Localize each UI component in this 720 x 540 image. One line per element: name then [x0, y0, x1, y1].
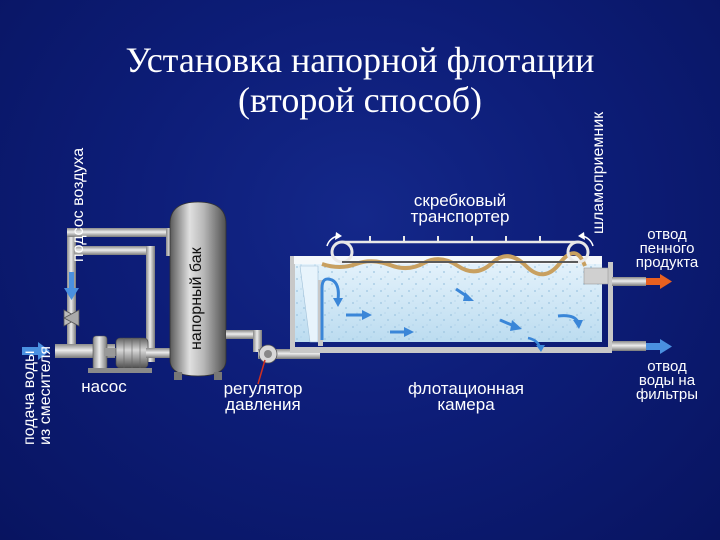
sludge-receiver-label: шламоприемник	[590, 111, 607, 234]
flow-arrows	[320, 277, 583, 352]
regulator-indicator-line	[257, 359, 266, 385]
scraper-conveyor	[326, 232, 594, 264]
water-outlet	[612, 339, 672, 354]
water-outlet-label-line1: отвод	[647, 358, 687, 375]
air-intake-label: подсос воздуха	[70, 147, 87, 262]
water-feed-arrow	[22, 342, 50, 360]
pressure-regulator	[258, 344, 278, 364]
regulator-label-line1: регулятор	[223, 379, 303, 398]
foam-outlet-label-line2: пенного	[639, 240, 695, 257]
flotation-label-line2: камера	[437, 395, 495, 414]
pressure-tank	[169, 201, 227, 380]
scraper-label-line1: скребковый	[413, 191, 507, 210]
title-line-1: Установка напорной флотации	[125, 40, 595, 80]
regulator-label-line2: давления	[225, 395, 301, 414]
air-valve	[63, 309, 80, 327]
foam-outlet-label-line1: отвод	[647, 226, 687, 243]
pressure-tank-label: напорный бак	[188, 247, 205, 350]
flotation-label-line1: флотационная	[408, 379, 524, 398]
foam-outlet	[612, 274, 672, 289]
pump-label: насос	[81, 377, 127, 396]
water-outlet-label-line3: фильтры	[635, 386, 699, 403]
pump-outlet-pipe	[146, 348, 170, 358]
scraper-label-line2: транспортер	[410, 207, 510, 226]
foam-outlet-label-line3: продукта	[635, 254, 699, 271]
tank-outlet-pipe	[226, 330, 320, 359]
water-feed-label-line2: из смесителя	[37, 345, 54, 445]
air-intake-arrow	[64, 272, 79, 300]
water-outlet-label-line2: воды на	[638, 372, 696, 389]
title-line-2: (второй способ)	[237, 80, 483, 120]
pump	[88, 335, 152, 373]
